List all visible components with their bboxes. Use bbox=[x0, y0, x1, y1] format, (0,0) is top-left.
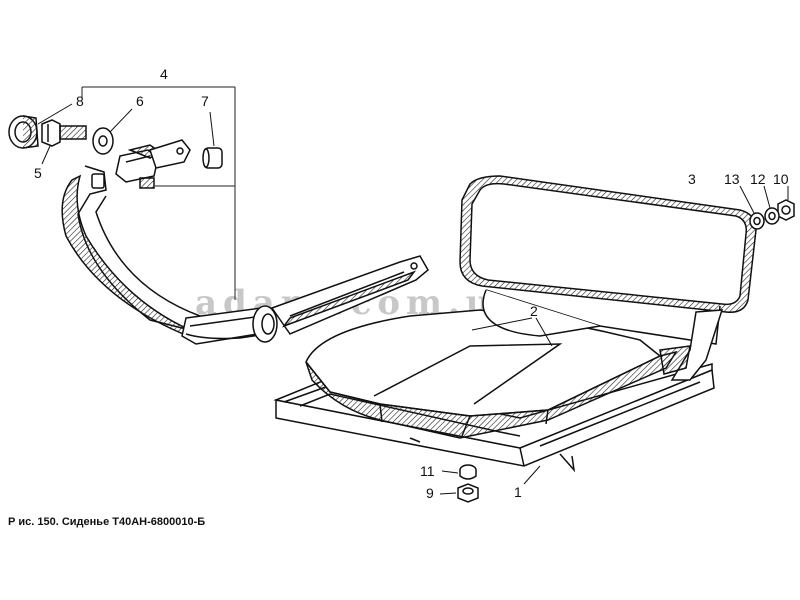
leader-9 bbox=[439, 492, 457, 495]
callout-1: 1 bbox=[514, 484, 522, 500]
callout-9: 9 bbox=[426, 485, 434, 501]
nut-part-10 bbox=[777, 199, 795, 221]
callout-7: 7 bbox=[201, 93, 209, 109]
nut-part-11 bbox=[459, 464, 477, 480]
washer-part-12 bbox=[764, 207, 780, 225]
backrest-part-3 bbox=[459, 175, 757, 345]
bushing-part-8 bbox=[8, 115, 39, 149]
backrest-bracket bbox=[659, 309, 724, 381]
group-4-bracket bbox=[81, 86, 236, 300]
washer-part-6 bbox=[92, 127, 114, 155]
callout-4: 4 bbox=[160, 66, 168, 82]
seat-belt-strap bbox=[61, 165, 429, 345]
callout-3: 3 bbox=[688, 171, 696, 187]
sleeve-part-7 bbox=[202, 147, 223, 169]
bolt-part-5 bbox=[41, 119, 87, 147]
callout-12: 12 bbox=[750, 171, 766, 187]
seat-cushion bbox=[305, 309, 678, 439]
callout-11: 11 bbox=[420, 463, 435, 479]
washer-part-13 bbox=[749, 212, 765, 230]
leader-11 bbox=[441, 470, 459, 474]
callout-5: 5 bbox=[34, 165, 42, 181]
leader-8 bbox=[37, 103, 73, 125]
leader-6 bbox=[109, 108, 133, 133]
leader-1 bbox=[523, 465, 541, 485]
leaders-2 bbox=[471, 317, 553, 347]
callout-8: 8 bbox=[76, 93, 84, 109]
buckle-bracket bbox=[115, 139, 191, 189]
callout-10: 10 bbox=[773, 171, 789, 187]
callout-6: 6 bbox=[136, 93, 144, 109]
leader-5 bbox=[41, 145, 51, 165]
leader-7 bbox=[209, 111, 215, 147]
callout-2: 2 bbox=[530, 303, 538, 319]
nut-part-9 bbox=[457, 483, 479, 503]
figure-caption: Р ис. 150. Сиденье Т40АН-6800010-Б bbox=[8, 516, 206, 528]
leaders-10-12-13 bbox=[739, 185, 789, 214]
callout-13: 13 bbox=[724, 171, 740, 187]
